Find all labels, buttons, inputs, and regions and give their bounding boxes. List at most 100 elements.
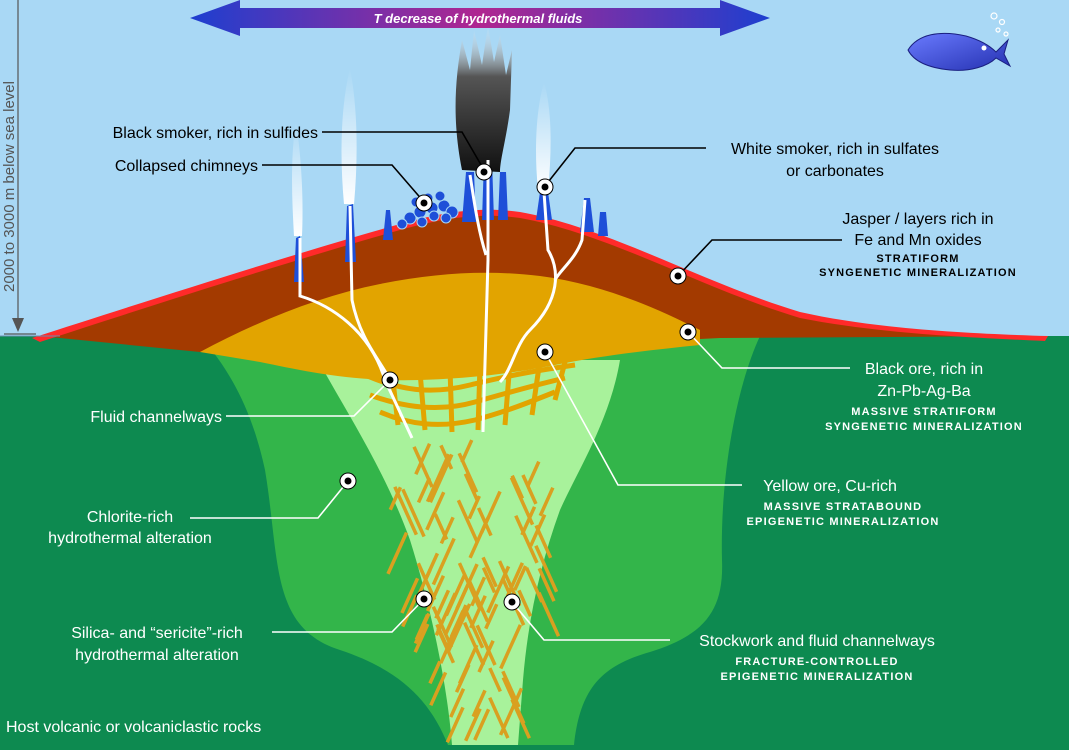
label-white-smoker-2: or carbonates xyxy=(786,163,884,180)
label-stockwork: Stockwork and fluid channelways xyxy=(699,633,935,650)
marker-icon xyxy=(381,371,399,389)
jasper-layer xyxy=(32,209,1048,342)
stockwork-vein xyxy=(477,640,495,673)
feeder-channels xyxy=(298,160,587,439)
banner-text: T decrease of hydrothermal fluids xyxy=(374,11,583,26)
label-chlorite-1: Chlorite-rich xyxy=(87,509,173,526)
stockwork-vein xyxy=(425,575,446,612)
label-chlorite-2: hydrothermal alteration xyxy=(48,530,212,547)
label-black-smoker: Black smoker, rich in sulfides xyxy=(113,125,318,142)
stockwork-vein xyxy=(449,688,466,718)
caption-black-ore-1: MASSIVE STRATIFORM xyxy=(851,406,996,418)
stockwork-vein xyxy=(463,473,480,502)
marker-icon xyxy=(415,590,433,608)
yellow-ore-lens xyxy=(200,272,700,381)
caption-stockwork-1: FRACTURE-CONTROLLED xyxy=(735,656,898,668)
caption-yellow-ore-1: MASSIVE STRATABOUND xyxy=(764,501,923,513)
stockwork-vein xyxy=(513,565,528,591)
stockwork-vein xyxy=(445,706,465,744)
stockwork-vein xyxy=(401,488,426,538)
stockwork-vein xyxy=(470,576,487,607)
stockwork-vein xyxy=(386,531,409,575)
label-black-ore-2: Zn-Pb-Ag-Ba xyxy=(877,383,970,400)
bubbles-icon xyxy=(990,12,1009,37)
stockwork-vein xyxy=(471,689,487,718)
label-black-ore-1: Black ore, rich in xyxy=(865,361,983,378)
stockwork-vein xyxy=(428,660,442,685)
marker-icon xyxy=(679,323,697,341)
stockwork-vein xyxy=(509,476,535,526)
stockwork-vein xyxy=(400,577,420,614)
stockwork-vein xyxy=(425,453,451,503)
stockwork-vein xyxy=(444,587,469,634)
stockwork-vein xyxy=(499,624,522,670)
stockwork-vein xyxy=(534,545,559,593)
stockwork-vein xyxy=(475,624,497,666)
marker-icon xyxy=(536,343,554,361)
label-jasper-1: Jasper / layers rich in xyxy=(842,211,993,228)
caption-stockwork-2: EPIGENETIC MINERALIZATION xyxy=(721,671,914,683)
caption-jasper-1: STRATIFORM xyxy=(876,253,959,265)
stockwork-vein xyxy=(488,667,502,693)
stockwork-vein xyxy=(439,615,464,664)
leader-lines-white xyxy=(190,331,850,641)
stockwork-vein xyxy=(439,444,454,470)
stockwork-vein xyxy=(462,621,486,666)
label-collapsed-chimneys: Collapsed chimneys xyxy=(115,158,258,175)
stockwork-vein xyxy=(488,696,510,739)
stockwork-vein xyxy=(534,524,553,559)
caption-yellow-ore-2: EPIGENETIC MINERALIZATION xyxy=(747,516,940,528)
stockwork-vein xyxy=(464,707,482,742)
stockwork-vein xyxy=(481,556,498,588)
stockwork-vein xyxy=(537,567,556,602)
stockwork-vein xyxy=(476,507,493,537)
stockwork-vein xyxy=(481,567,497,594)
label-fluid-channelways: Fluid channelways xyxy=(90,409,222,426)
marker-icon xyxy=(503,593,521,611)
label-yellow-ore: Yellow ore, Cu-rich xyxy=(763,478,897,495)
stockwork-vein xyxy=(463,608,485,649)
white-plume-1 xyxy=(292,120,303,236)
depth-scale: 2000 to 3000 m below sea level xyxy=(1,0,36,335)
markers xyxy=(339,163,697,611)
label-silica-2: hydrothermal alteration xyxy=(75,647,239,664)
white-plume-2 xyxy=(341,68,357,204)
stockwork-vein xyxy=(388,486,403,511)
stockwork-vein xyxy=(425,491,446,531)
stockwork-vein xyxy=(467,495,481,520)
caption-black-ore-2: SYNGENETIC MINERALIZATION xyxy=(825,421,1023,433)
stockwork-vein xyxy=(393,486,418,536)
label-host-rocks: Host volcanic or volcaniclastic rocks xyxy=(6,719,261,736)
stockwork-vein xyxy=(501,670,521,708)
label-silica-1: Silica- and “sericite”-rich xyxy=(71,625,243,642)
stockwork-vein xyxy=(456,499,479,543)
stockwork-vein xyxy=(537,591,561,637)
depth-scale-text: 2000 to 3000 m below sea level xyxy=(1,81,18,292)
stockwork-vein xyxy=(514,514,539,564)
stockwork-vein xyxy=(439,516,455,545)
banner: T decrease of hydrothermal fluids xyxy=(190,0,770,36)
marker-icon xyxy=(536,178,554,196)
black-smoker-plume xyxy=(455,25,512,172)
marker-icon xyxy=(669,267,687,285)
down-arrow-icon xyxy=(12,318,24,332)
stockwork-vein xyxy=(444,573,467,617)
stockwork-vein xyxy=(469,595,487,629)
stockwork-vein xyxy=(473,708,491,741)
stockwork-vein xyxy=(460,439,474,463)
marker-icon xyxy=(475,163,493,181)
stockwork-vein xyxy=(414,443,432,475)
marker-icon xyxy=(339,472,357,490)
leader-lines-black xyxy=(262,131,842,277)
stockwork-vein xyxy=(429,671,448,707)
stockwork-vein xyxy=(538,486,555,517)
caption-jasper-2: SYNGENETIC MINERALIZATION xyxy=(819,267,1017,279)
stockwork-vein xyxy=(484,603,499,630)
stockwork-vein xyxy=(467,579,490,623)
stockwork-vein xyxy=(413,612,431,645)
stockwork-vein xyxy=(526,460,541,487)
stockwork-vein xyxy=(431,606,454,648)
stockwork-vein xyxy=(517,589,533,617)
